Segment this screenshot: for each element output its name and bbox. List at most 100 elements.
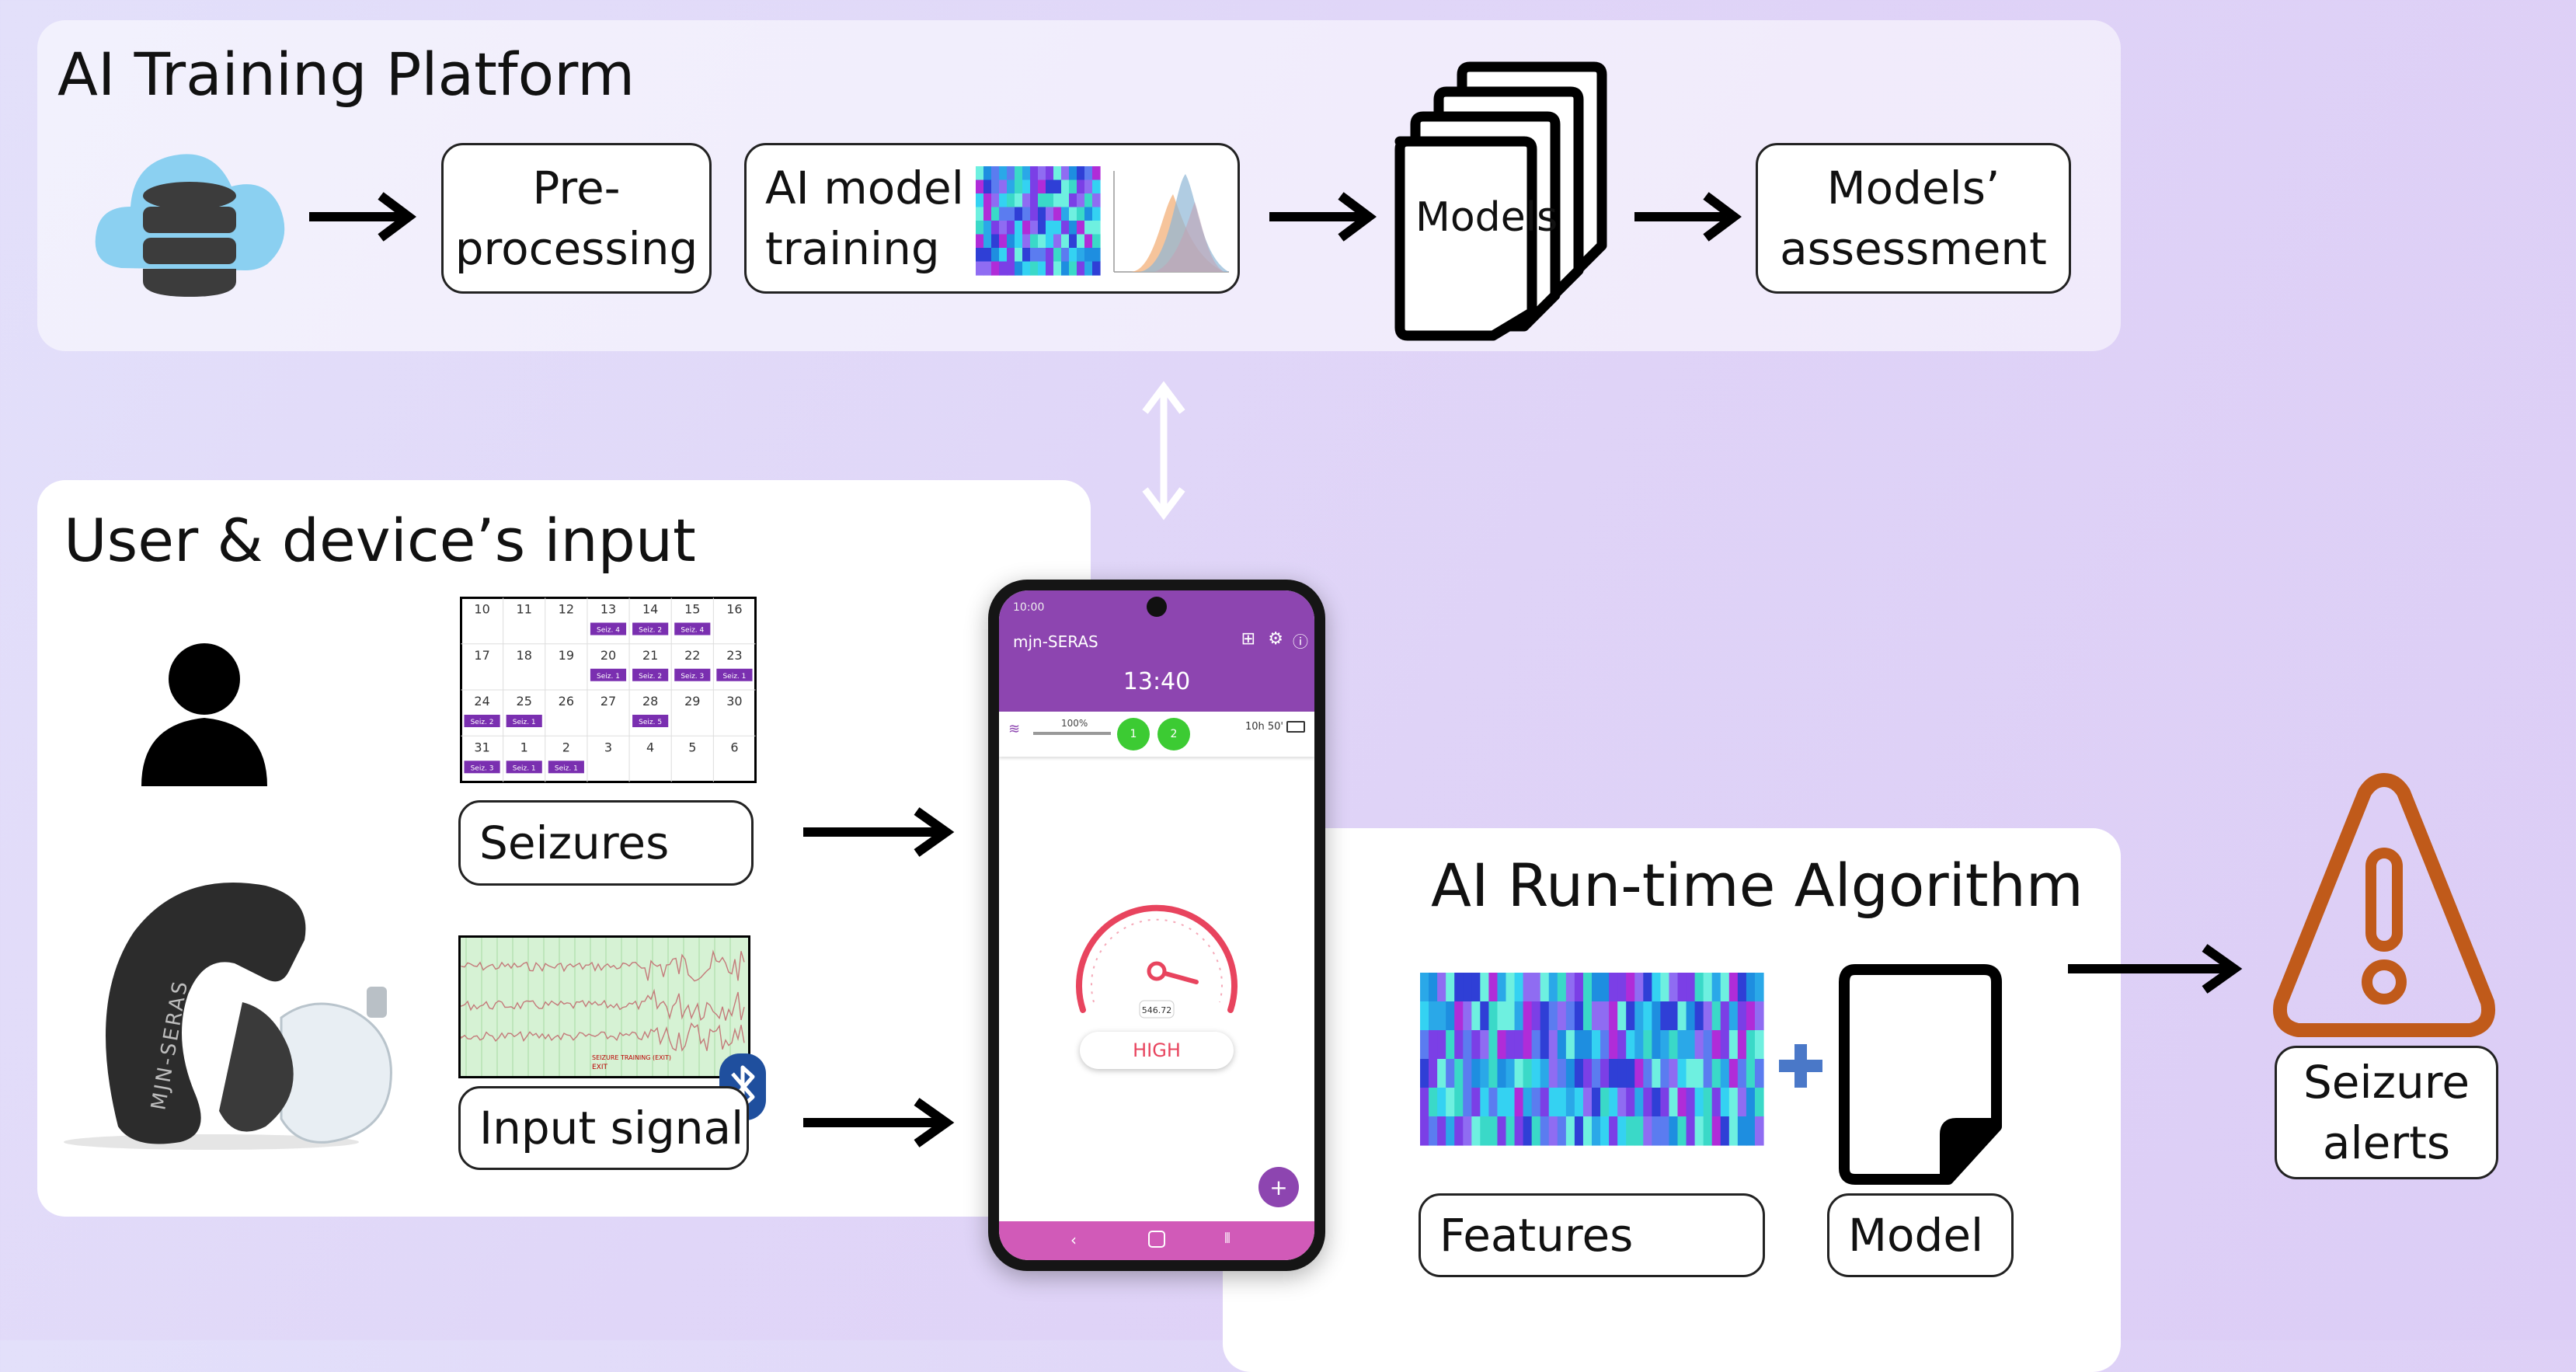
- heatmap-cell: [1463, 1116, 1472, 1146]
- gauge-value: 546.72: [1142, 1005, 1172, 1015]
- heatmap-cell: [1007, 166, 1015, 181]
- seizure-tag: [464, 715, 500, 727]
- heatmap-cell: [1548, 1030, 1558, 1060]
- heatmap-cell: [983, 166, 992, 181]
- calendar-day: 29: [684, 694, 700, 709]
- heatmap-cell: [1030, 221, 1039, 235]
- settings-gear-icon[interactable]: ⚙: [1268, 629, 1283, 649]
- models-label: Models: [1415, 194, 1558, 241]
- heatmap-cell: [1617, 1088, 1627, 1117]
- heatmap-cell: [991, 179, 1000, 194]
- heatmap-cell: [999, 261, 1008, 276]
- heatmap-cell: [1437, 1059, 1446, 1088]
- seizure-tag-label: Seiz. 2: [639, 673, 662, 681]
- heatmap-cell: [1703, 1030, 1713, 1060]
- nav-back-icon[interactable]: ‹: [1070, 1231, 1077, 1249]
- heatmap-cell: [1420, 1116, 1429, 1146]
- heatmap-cell: [1523, 1088, 1533, 1117]
- heatmap-cell: [1754, 1059, 1764, 1088]
- heatmap-cell: [1728, 1030, 1739, 1060]
- heatmap-cell: [1617, 973, 1627, 1002]
- nav-recent-icon[interactable]: ⦀: [1224, 1231, 1231, 1247]
- heatmap-cell: [1720, 1030, 1730, 1060]
- heatmap-cell: [999, 166, 1008, 181]
- seizure-tag: [632, 668, 669, 681]
- heatmap-cell: [1007, 179, 1015, 194]
- heatmap-cell: [1053, 179, 1062, 194]
- heatmap-cell: [1565, 1059, 1575, 1088]
- heatmap-cell: [1531, 1059, 1541, 1088]
- heatmap-cell: [991, 248, 1000, 263]
- heatmap-cell: [1600, 1059, 1610, 1088]
- heatmap-cell: [1084, 248, 1093, 263]
- heatmap-cell: [1497, 973, 1507, 1002]
- heatmap-cell: [1548, 1116, 1558, 1146]
- device-1-badge[interactable]: 1: [1117, 718, 1150, 750]
- heatmap-cell: [1737, 1059, 1747, 1088]
- heatmap-cell: [1626, 1116, 1635, 1146]
- heatmap-cell: [1574, 973, 1584, 1002]
- grid-icon[interactable]: ⊞: [1241, 629, 1255, 649]
- heatmap-cell: [1728, 973, 1739, 1002]
- calendar-day: 11: [517, 602, 532, 617]
- seizure-tag-label: Seiz. 3: [471, 764, 494, 772]
- heatmap-cell: [1053, 261, 1062, 276]
- nav-home-icon[interactable]: [1148, 1231, 1165, 1248]
- calendar-day: 3: [604, 740, 612, 754]
- heatmap-cell: [1634, 1030, 1644, 1060]
- heatmap-cell: [1711, 1030, 1721, 1060]
- heatmap-cell: [1565, 1088, 1575, 1117]
- add-fab-button[interactable]: +: [1258, 1167, 1299, 1207]
- heatmap-cell: [1053, 234, 1062, 249]
- heatmap-cell: [999, 234, 1008, 249]
- heatmap-cell: [1746, 1059, 1756, 1088]
- heatmap-cell: [1092, 179, 1101, 194]
- heatmap-cell: [1720, 1059, 1730, 1088]
- heatmap-cell: [1652, 973, 1661, 1002]
- calendar-day: 24: [474, 694, 489, 709]
- heatmap-cell: [1454, 973, 1464, 1002]
- heatmap-cell: [1540, 1059, 1550, 1088]
- heatmap-cell: [1523, 1116, 1533, 1146]
- heatmap-cell: [1754, 1116, 1764, 1146]
- heatmap-cell: [1038, 166, 1046, 181]
- heatmap-cell: [1471, 1059, 1481, 1088]
- heatmap-cell: [1643, 1088, 1652, 1117]
- heatmap-cell: [1015, 221, 1023, 235]
- heatmap-cell: [1429, 1116, 1438, 1146]
- heatmap-cell: [991, 234, 1000, 249]
- heatmap-cell: [1471, 1088, 1481, 1117]
- help-icon[interactable]: ⓘ: [1293, 632, 1308, 651]
- bidirectional-arrow-icon: [1142, 381, 1185, 521]
- heatmap-cell: [1488, 1088, 1499, 1117]
- density-plot-thumbnail: [1113, 171, 1229, 273]
- heatmap-cell: [1531, 1030, 1541, 1060]
- calendar-day: 21: [642, 648, 658, 663]
- heatmap-cell: [1703, 1088, 1713, 1117]
- device-2-badge[interactable]: 2: [1157, 718, 1190, 750]
- heatmap-cell: [1694, 1059, 1704, 1088]
- heatmap-cell: [1617, 1030, 1627, 1060]
- heatmap-cell: [1007, 193, 1015, 208]
- heatmap-cell: [1446, 1059, 1455, 1088]
- heatmap-cell: [1686, 1088, 1696, 1117]
- heatmap-cell: [1084, 221, 1093, 235]
- heatmap-cell: [1643, 1059, 1652, 1088]
- heatmap-cell: [1429, 1030, 1438, 1060]
- heatmap-cell: [1600, 1116, 1610, 1146]
- heatmap-cell: [1077, 179, 1085, 194]
- heatmap-cell: [1643, 973, 1652, 1002]
- heatmap-cell: [1626, 973, 1635, 1002]
- input-signal-box: Input signal: [458, 1086, 749, 1170]
- heatmap-cell: [999, 193, 1008, 208]
- risk-gauge: 546.72: [1076, 904, 1238, 1019]
- heatmap-cell: [1600, 1088, 1610, 1117]
- heatmap-cell: [1053, 221, 1062, 235]
- heatmap-cell: [1686, 1059, 1696, 1088]
- heatmap-cell: [1488, 1001, 1499, 1031]
- heatmap-cell: [1061, 221, 1070, 235]
- calendar-day: 19: [559, 648, 574, 663]
- heatmap-cell: [1609, 1059, 1618, 1088]
- heatmap-cell: [1557, 1116, 1567, 1146]
- heatmap-cell: [1061, 207, 1070, 221]
